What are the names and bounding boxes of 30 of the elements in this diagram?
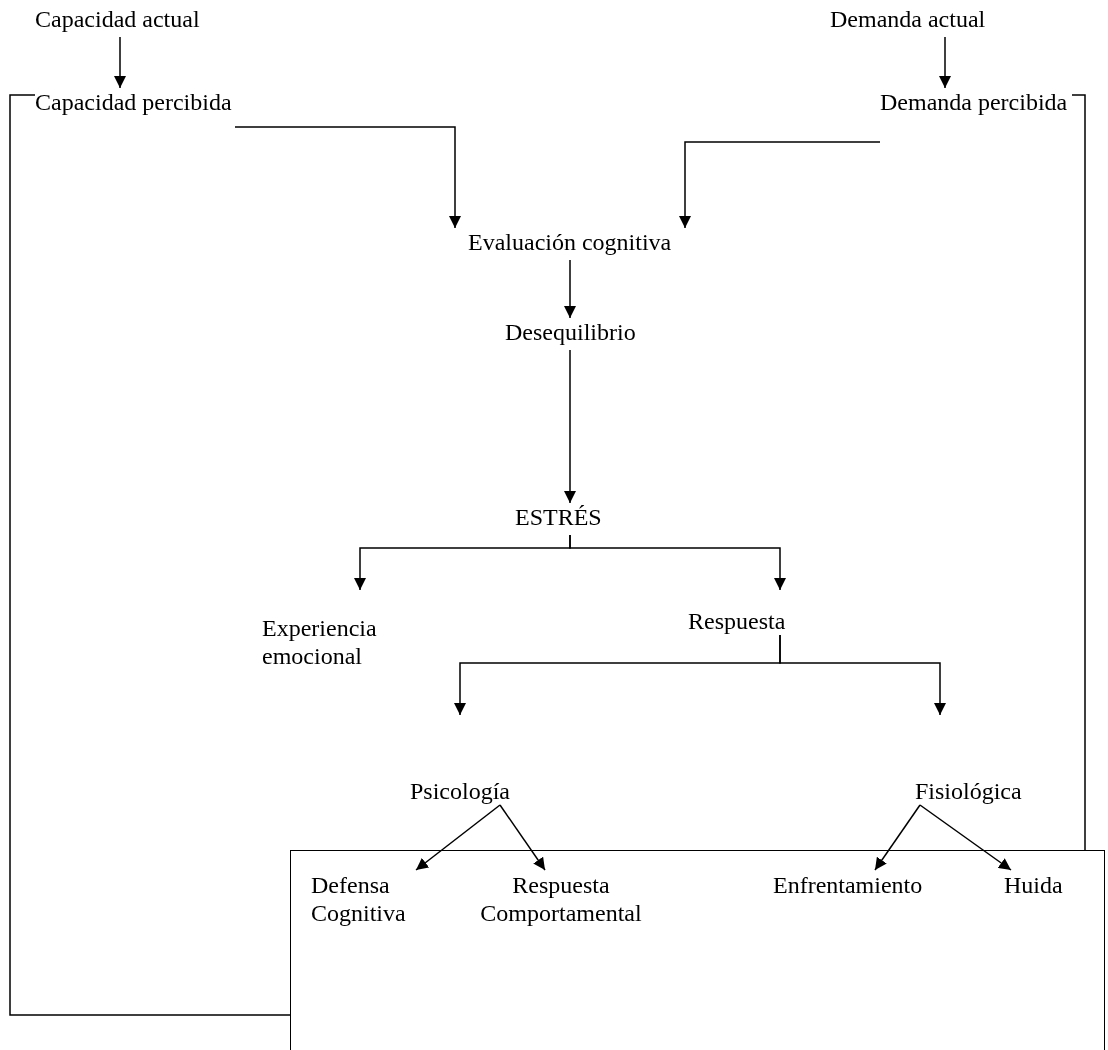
group-box — [290, 850, 1105, 1050]
arrow — [779, 634, 946, 716]
node-label: Enfrentamiento — [773, 871, 924, 899]
node-label: Respuesta — [688, 607, 787, 635]
arrow — [234, 126, 461, 229]
node-label: Demanda actual — [830, 5, 987, 33]
node-label: Capacidad percibida — [35, 88, 233, 116]
node-label: Respuesta Comportamental — [479, 871, 643, 927]
arrow — [564, 349, 576, 504]
node-label: Desequilibrio — [505, 318, 637, 346]
arrow — [939, 36, 951, 89]
connector-line — [1071, 94, 1086, 851]
arrow — [874, 804, 921, 871]
arrow — [919, 804, 1012, 871]
connector-line — [9, 94, 291, 1016]
node-label: Psicología — [410, 777, 511, 805]
node-label: Evaluación cognitiva — [468, 228, 673, 256]
arrow — [564, 259, 576, 319]
node-label: Huida — [1004, 871, 1064, 899]
node-label: Demanda percibida — [880, 88, 1069, 116]
arrow — [679, 141, 881, 229]
node-label: Capacidad actual — [35, 5, 201, 33]
arrow — [569, 534, 786, 591]
node-label: ESTRÉS — [515, 503, 603, 531]
node-label: Defensa Cognitiva — [311, 871, 407, 927]
arrow — [415, 804, 501, 871]
arrow — [114, 36, 126, 89]
arrow — [499, 804, 546, 871]
node-label: Experiencia emocional — [262, 614, 378, 670]
node-label: Fisiológica — [915, 777, 1023, 805]
